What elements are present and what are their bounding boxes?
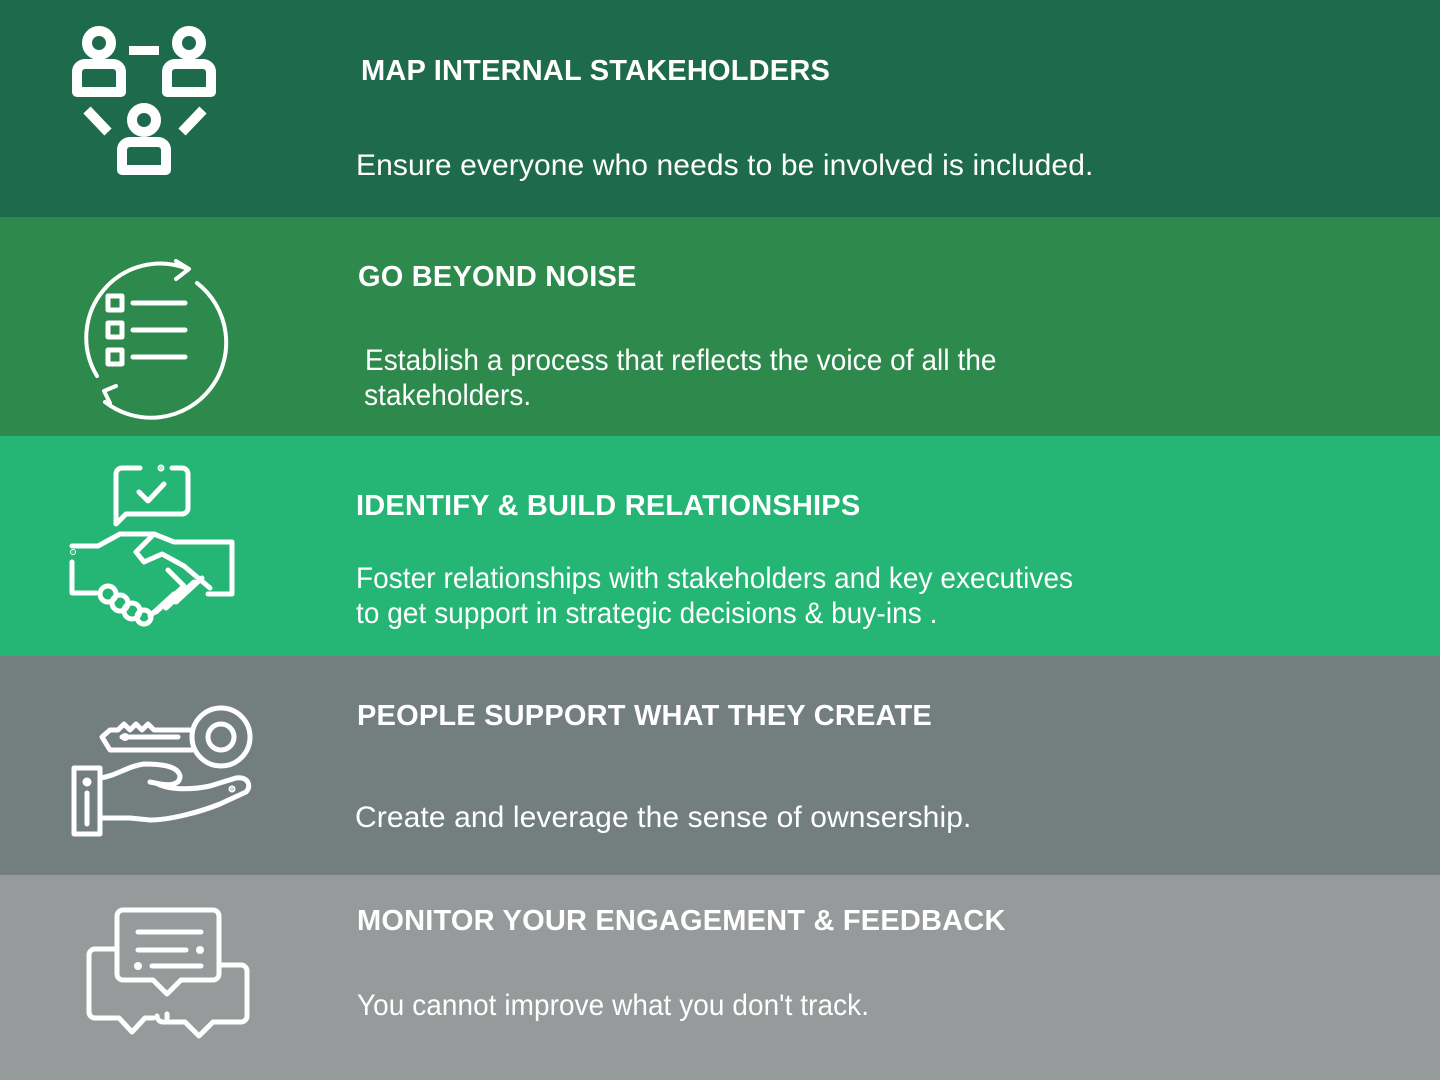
description-line: to get support in strategic decisions & … <box>356 597 938 630</box>
item-description: You cannot improve what you don't track. <box>357 988 869 1023</box>
checklist-cycle-icon <box>70 253 229 420</box>
item-go-beyond-noise: GO BEYOND NOISE Establish a process that… <box>0 217 1440 436</box>
description-line: Create and leverage the sense of ownsers… <box>355 801 972 834</box>
stakeholder-network-icon <box>70 24 220 176</box>
item-description: Create and leverage the sense of ownsers… <box>355 800 971 835</box>
item-map-internal-stakeholders: MAP INTERNAL STAKEHOLDERS Ensure everyon… <box>0 0 1440 217</box>
item-identify-build-relationships: IDENTIFY & BUILD RELATIONSHIPS Foster re… <box>0 436 1440 656</box>
description-line: You cannot improve what you don't track. <box>357 989 870 1022</box>
description-line: Establish a process that reflects the vo… <box>365 344 997 377</box>
item-title: IDENTIFY & BUILD RELATIONSHIPS <box>356 490 861 522</box>
item-description: Ensure everyone who needs to be involved… <box>356 148 1093 183</box>
chat-bubbles-icon <box>85 904 255 1056</box>
description-line: Foster relationships with stakeholders a… <box>356 562 1074 595</box>
hand-key-icon <box>70 696 254 842</box>
handshake-approval-icon <box>69 462 236 628</box>
item-title: PEOPLE SUPPORT WHAT THEY CREATE <box>357 700 932 732</box>
item-description: Foster relationships with stakeholders a… <box>356 561 1073 631</box>
description-line: stakeholders. <box>364 379 532 412</box>
item-title: MAP INTERNAL STAKEHOLDERS <box>361 55 831 87</box>
item-title: MONITOR YOUR ENGAGEMENT & FEEDBACK <box>357 905 1006 937</box>
item-people-support-what-they-create: PEOPLE SUPPORT WHAT THEY CREATE Create a… <box>0 656 1440 875</box>
item-monitor-engagement-feedback: MONITOR YOUR ENGAGEMENT & FEEDBACK You c… <box>0 875 1440 1080</box>
item-description: Establish a process that reflects the vo… <box>364 343 997 413</box>
item-title: GO BEYOND NOISE <box>358 261 637 293</box>
description-line: Ensure everyone who needs to be involved… <box>356 149 1094 182</box>
